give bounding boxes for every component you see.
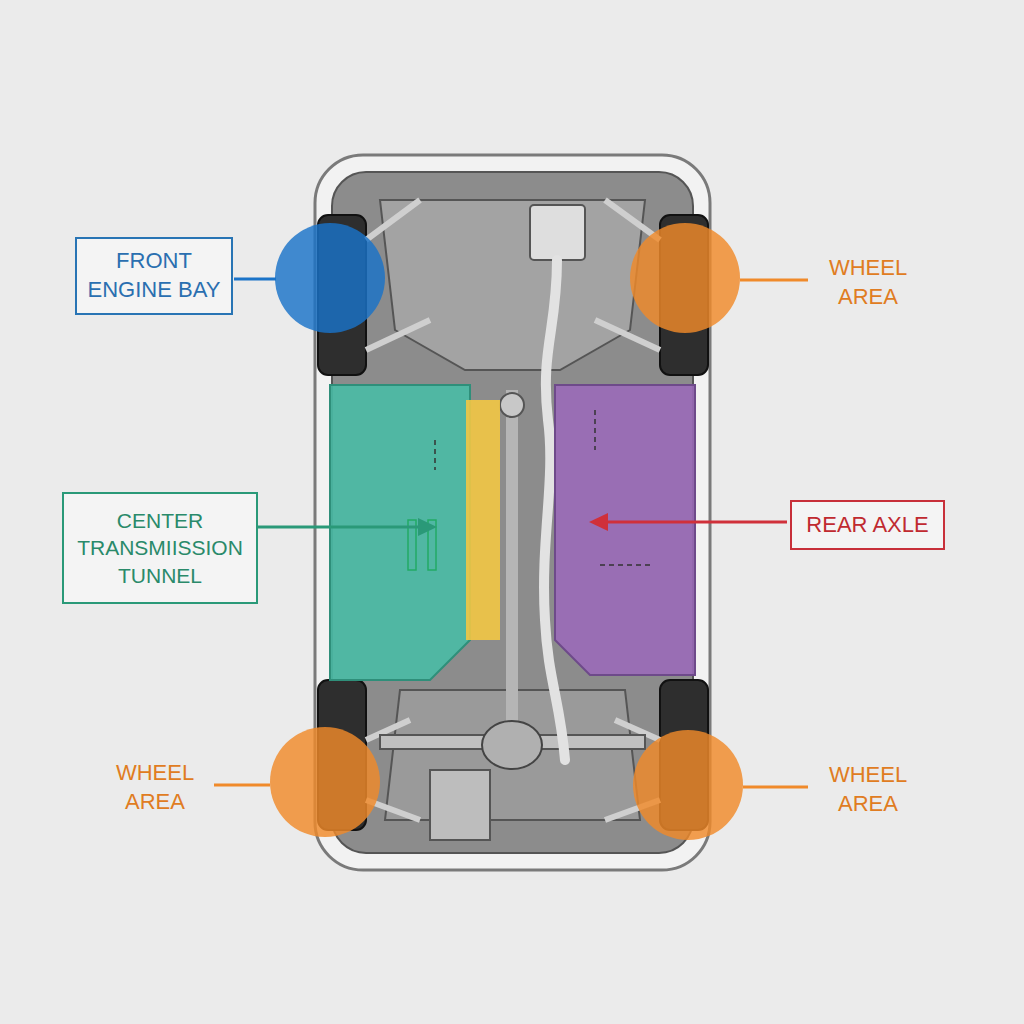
- front-arms: [366, 200, 660, 350]
- drive-shaft: [506, 390, 518, 740]
- left-floor-panel: [330, 385, 470, 680]
- differential: [482, 721, 542, 769]
- arrow-head: [589, 513, 608, 531]
- arrow-head: [418, 518, 437, 536]
- box-label: FRONT ENGINE BAY: [85, 247, 223, 304]
- zone-label: WHEEL AREA: [813, 761, 923, 818]
- leader-lines: [214, 279, 808, 787]
- tunnel-strip: [466, 400, 500, 640]
- wheel-marker: [270, 727, 380, 837]
- engine-subframe: [380, 200, 645, 370]
- label-box: REAR AXLE: [790, 500, 945, 550]
- pointer-arrow: [606, 521, 787, 524]
- leader-line: [214, 784, 270, 787]
- fuel-tank: [430, 770, 490, 840]
- muffler: [530, 205, 585, 260]
- wheel-marker: [630, 223, 740, 333]
- leader-line: [740, 279, 808, 282]
- highlight-panels: [330, 385, 695, 680]
- panel-detail-lines: [435, 410, 650, 565]
- zone-label: WHEEL AREA: [100, 759, 210, 816]
- leader-line: [234, 278, 276, 281]
- label-box: FRONT ENGINE BAY: [75, 237, 233, 315]
- right-floor-panel: [555, 385, 695, 675]
- zone-label: WHEEL AREA: [813, 254, 923, 311]
- box-label: CENTER TRANSMIISSION TUNNEL: [72, 507, 248, 589]
- label-box: CENTER TRANSMIISSION TUNNEL: [62, 492, 258, 604]
- pointer-arrow: [258, 526, 420, 529]
- leader-line: [743, 786, 808, 789]
- rear-arms: [366, 720, 660, 820]
- zone-circles: [270, 223, 743, 840]
- box-label: REAR AXLE: [800, 511, 935, 540]
- engine-bay-marker: [275, 223, 385, 333]
- wheel-marker: [633, 730, 743, 840]
- shaft-joint: [500, 393, 524, 417]
